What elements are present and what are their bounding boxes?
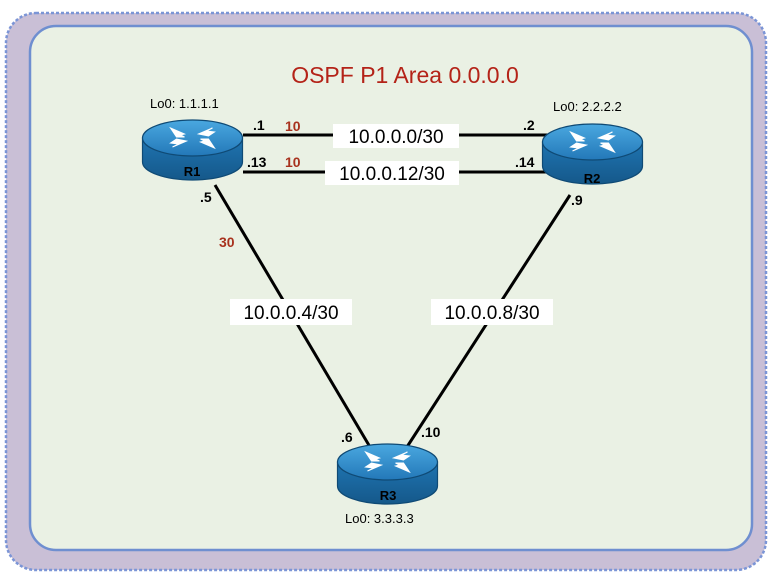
subnet-box-2 [230,299,352,325]
diagram-title: OSPF P1 Area 0.0.0.0 [291,62,519,88]
subnet-box-0 [333,124,459,148]
router-label: R2 [584,171,601,186]
subnet-label: 10.0.0.12/30 [339,164,445,185]
cost-label: 30 [219,234,235,250]
loopback-label: Lo0: 1.1.1.1 [150,96,219,111]
router-r2: R2 [541,123,644,186]
loopback-label: Lo0: 2.2.2.2 [553,99,622,114]
cost-label: 10 [285,118,301,134]
interface-label: .9 [571,192,583,208]
subnet-label: 10.0.0.4/30 [243,303,338,324]
router-label: R3 [380,488,397,503]
interface-label: .6 [341,429,353,445]
cost-label: 10 [285,154,301,170]
loopback-label: Lo0: 3.3.3.3 [345,511,414,526]
subnet-label: 10.0.0.8/30 [444,303,539,324]
subnet-box-1 [325,161,459,185]
interface-label: .5 [200,189,212,205]
router-r3: R3 [336,443,439,505]
interface-label: .14 [515,154,535,170]
interface-label: .1 [253,117,265,133]
interface-label: .10 [421,424,441,440]
router-r1: R1 [141,119,244,181]
subnet-label: 10.0.0.0/30 [348,127,443,148]
interface-label: .13 [247,154,267,170]
subnet-box-3 [431,299,553,325]
interface-label: .2 [523,117,535,133]
router-label: R1 [184,164,201,179]
